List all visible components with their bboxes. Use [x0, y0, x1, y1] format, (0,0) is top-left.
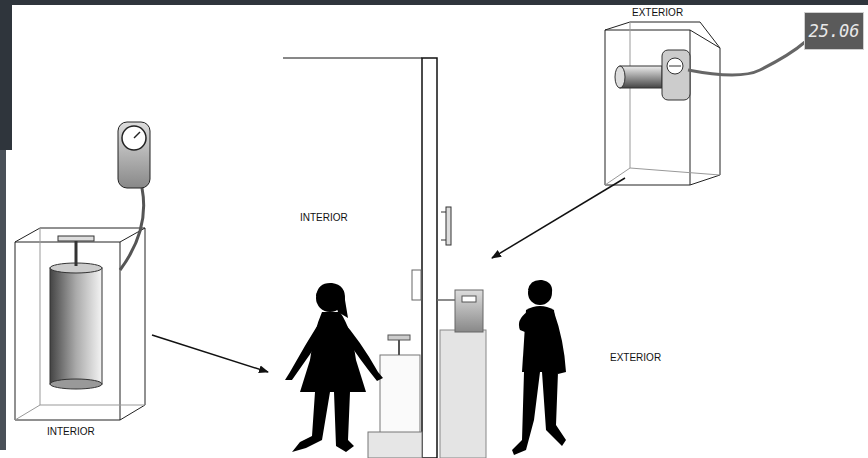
digital-display: 25.06 [804, 12, 864, 50]
region-label: EXTERIOR [610, 352, 661, 364]
region-label: INTERIOR [47, 426, 95, 438]
region-label: EXTERIOR [632, 7, 683, 19]
region-label: INTERIOR [300, 212, 348, 224]
display-reading: 25.06 [808, 21, 859, 41]
